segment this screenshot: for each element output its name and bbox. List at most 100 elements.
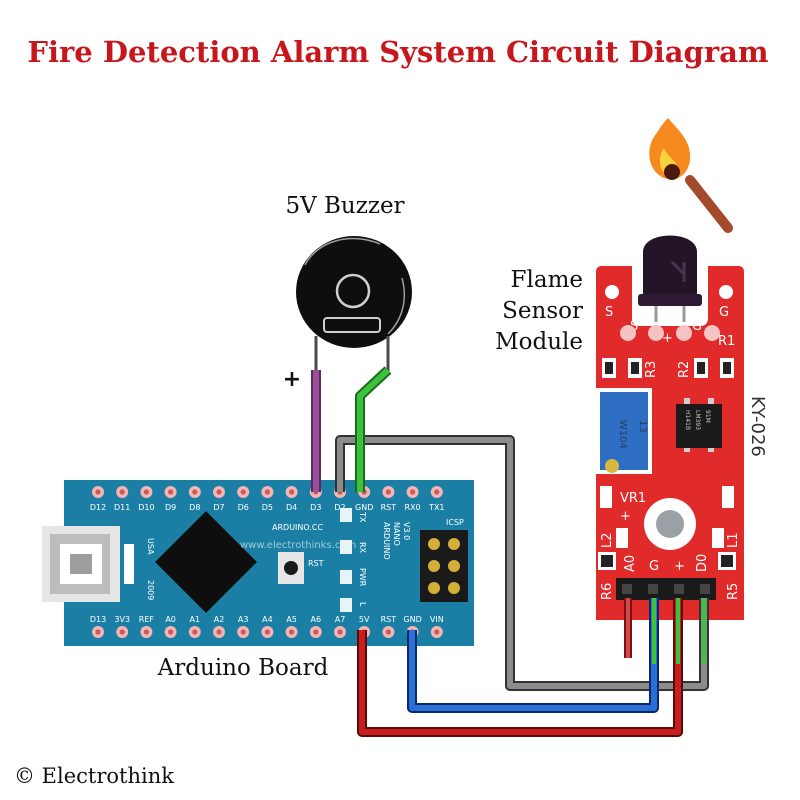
comparator-chip: H141B LM393 91M xyxy=(676,398,722,452)
top-pin-label: D3 xyxy=(310,503,321,512)
pot-number: 13 xyxy=(637,420,648,433)
credit-text: © Electrothink xyxy=(14,764,174,788)
top-pin-pad-hole xyxy=(168,489,174,495)
bottom-pin-label: 5V xyxy=(359,615,370,624)
top-pin-pad-hole xyxy=(119,489,125,495)
sensor-pin-header xyxy=(616,578,716,600)
sensor-pin-plus-label: + xyxy=(674,559,685,574)
top-pin-label: D7 xyxy=(213,503,224,512)
top-pin-label: D12 xyxy=(90,503,106,512)
top-pin-label: D10 xyxy=(138,503,154,512)
board-watermark: www.electrothinks.com xyxy=(240,540,356,551)
top-pin-label: D11 xyxy=(114,503,130,512)
sensor-silk-g1: G xyxy=(719,305,729,320)
bottom-pin-label: A1 xyxy=(190,615,201,624)
sensor-silk-l2: L2 xyxy=(600,532,615,548)
buzzer-label: 5V Buzzer xyxy=(285,193,404,219)
sensor-label-line2: Sensor xyxy=(502,298,583,324)
sensor-plus-mark: + xyxy=(620,509,631,524)
top-pin-pad-hole xyxy=(192,489,198,495)
bottom-pin-label: D13 xyxy=(90,615,106,624)
board-model-line2: NANO xyxy=(392,522,401,546)
bottom-pin-label: A4 xyxy=(262,615,273,624)
sensor-resistors xyxy=(602,358,734,378)
sensor-silk-g2: G xyxy=(692,319,702,334)
top-pin-label: D9 xyxy=(165,503,176,512)
diagram-title: Fire Detection Alarm System Circuit Diag… xyxy=(27,35,769,69)
bottom-pin-label: A2 xyxy=(214,615,225,624)
potentiometer: 13 W104 xyxy=(596,388,652,474)
flame-sensor-module: S G S G + R1 R3 R2 13 W104 xyxy=(596,235,744,620)
sensor-silk-plus: + xyxy=(662,331,673,346)
sensor-silk-s2: S xyxy=(630,319,638,334)
sensor-pin-g-label: G xyxy=(649,559,659,574)
bottom-pin-label: A6 xyxy=(311,615,322,624)
top-pin-pad-hole xyxy=(240,489,246,495)
bottom-pin-pad-hole xyxy=(119,629,125,635)
sensor-label-line3: Module xyxy=(495,329,583,355)
sensor-model-label: KY-026 xyxy=(747,396,768,457)
bottom-pin-label: RST xyxy=(381,615,397,624)
ir-receiver-icon xyxy=(638,235,702,322)
top-pin-pad-hole xyxy=(264,489,270,495)
top-pin-pad-hole xyxy=(289,489,295,495)
top-pin-pad-hole xyxy=(95,489,101,495)
board-rst-label: RST xyxy=(308,559,324,568)
match-flame-icon xyxy=(649,118,733,233)
board-brand: ARDUINO.CC xyxy=(272,523,323,532)
top-pin-label: D2 xyxy=(334,503,345,512)
buzzer-plus-sign: + xyxy=(283,367,301,392)
arduino-board: USA 2009 www.electrothinks.com ARDUINO.C… xyxy=(42,480,474,646)
bottom-pin-label: A5 xyxy=(286,615,297,624)
sensor-pin-a0-label: A0 xyxy=(623,555,638,572)
bottom-pin-label: GND xyxy=(403,615,421,624)
board-model-line3: V3.0 xyxy=(402,522,411,540)
top-pin-pad-hole xyxy=(216,489,222,495)
bottom-pin-label: REF xyxy=(139,615,155,624)
pot-code: W104 xyxy=(617,420,628,449)
bottom-pin-label: 3V3 xyxy=(114,615,130,624)
sensor-silk-r2: R2 xyxy=(677,361,692,378)
bottom-pin-label: A7 xyxy=(335,615,346,624)
bottom-pin-pad-hole xyxy=(240,629,246,635)
led-l-label: L xyxy=(358,602,367,607)
bottom-pin-pad-hole xyxy=(434,629,440,635)
bottom-pin-pad-hole xyxy=(95,629,101,635)
top-pin-pad-hole xyxy=(143,489,149,495)
bottom-pin-pad-hole xyxy=(264,629,270,635)
bottom-pin-pad-hole xyxy=(385,629,391,635)
board-model-line1: ARDUINO xyxy=(382,522,391,560)
bottom-pin-pad-hole xyxy=(168,629,174,635)
sensor-silk-r3: R3 xyxy=(644,361,659,378)
arduino-label: Arduino Board xyxy=(157,655,329,681)
top-pin-label: D6 xyxy=(238,503,249,512)
bottom-pin-label: A0 xyxy=(165,615,176,624)
bottom-pin-label: VIN xyxy=(430,615,444,624)
bottom-pin-pad-hole xyxy=(313,629,319,635)
bottom-pin-pad-hole xyxy=(289,629,295,635)
top-pin-label: RST xyxy=(381,503,397,512)
top-pin-label: D5 xyxy=(262,503,273,512)
bottom-pin-pad-hole xyxy=(192,629,198,635)
top-pin-pad-hole xyxy=(434,489,440,495)
top-pin-label: TX1 xyxy=(428,503,444,512)
led-pwr-label: PWR xyxy=(358,568,367,587)
led-rx-label: RX xyxy=(358,542,367,554)
led-tx-label: TX xyxy=(358,511,367,523)
top-pin-pad-hole xyxy=(410,489,416,495)
icsp-header xyxy=(420,530,468,602)
buzzer xyxy=(296,236,412,372)
bottom-pin-label: A3 xyxy=(238,615,249,624)
bottom-pin-pad-hole xyxy=(216,629,222,635)
sensor-silk-r1: R1 xyxy=(718,334,735,349)
sensor-silk-vr1: VR1 xyxy=(620,491,646,506)
top-pin-label: GND xyxy=(355,503,373,512)
top-pin-pad-hole xyxy=(385,489,391,495)
top-pin-label: RX0 xyxy=(405,503,421,512)
sensor-label-line1: Flame xyxy=(511,267,583,293)
sensor-silk-s1: S xyxy=(605,305,613,320)
chip-text-2: LM393 xyxy=(694,410,701,430)
board-usa: USA xyxy=(146,538,155,555)
bottom-pin-pad-hole xyxy=(143,629,149,635)
